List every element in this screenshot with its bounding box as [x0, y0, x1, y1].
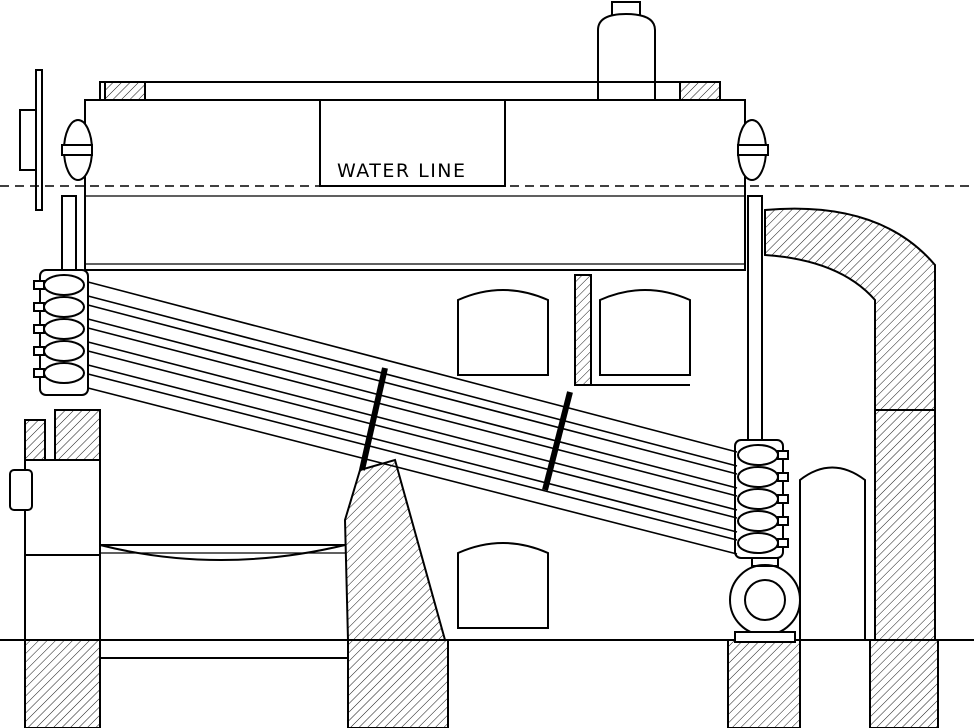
header-section — [737, 510, 779, 532]
water-line-label: WATER LINE — [337, 160, 467, 182]
front-plate — [19, 69, 763, 447]
handhole-cap — [777, 538, 789, 548]
handhole-cap — [33, 324, 45, 334]
handhole-cap — [33, 280, 45, 290]
front-header — [33, 269, 89, 396]
bridge-wall — [343, 458, 447, 641]
handhole-cap — [33, 368, 45, 378]
water-tubes — [87, 281, 738, 555]
tube-line — [87, 364, 738, 533]
furnace-front — [9, 409, 346, 641]
steam-dome — [597, 1, 656, 101]
tube-line — [87, 327, 738, 497]
tube-line — [87, 281, 738, 453]
tube-line — [87, 341, 738, 511]
header-section — [43, 318, 85, 340]
handhole-cap — [777, 494, 789, 504]
handhole-cap — [33, 346, 45, 356]
header-section — [737, 488, 779, 510]
header-section — [43, 362, 85, 384]
header-section — [737, 444, 779, 466]
baffles — [574, 274, 690, 386]
header-section — [43, 296, 85, 318]
foundations — [0, 631, 974, 728]
handhole-cap — [777, 472, 789, 482]
steam-drum — [61, 99, 769, 271]
tube-line — [87, 350, 738, 519]
tube-line — [87, 373, 738, 541]
tube-line — [87, 387, 738, 555]
tube-line — [87, 318, 738, 489]
arched-openings — [457, 289, 866, 641]
mud-drum — [729, 557, 801, 636]
header-section — [737, 532, 779, 554]
handhole-cap — [777, 516, 789, 526]
tube-supports — [359, 367, 573, 491]
tube-line — [87, 304, 738, 475]
handhole-cap — [777, 450, 789, 460]
header-section — [43, 274, 85, 296]
handhole-cap — [33, 302, 45, 312]
rear-header — [734, 439, 789, 559]
tube-line — [87, 295, 738, 467]
header-section — [737, 466, 779, 488]
header-section — [43, 340, 85, 362]
